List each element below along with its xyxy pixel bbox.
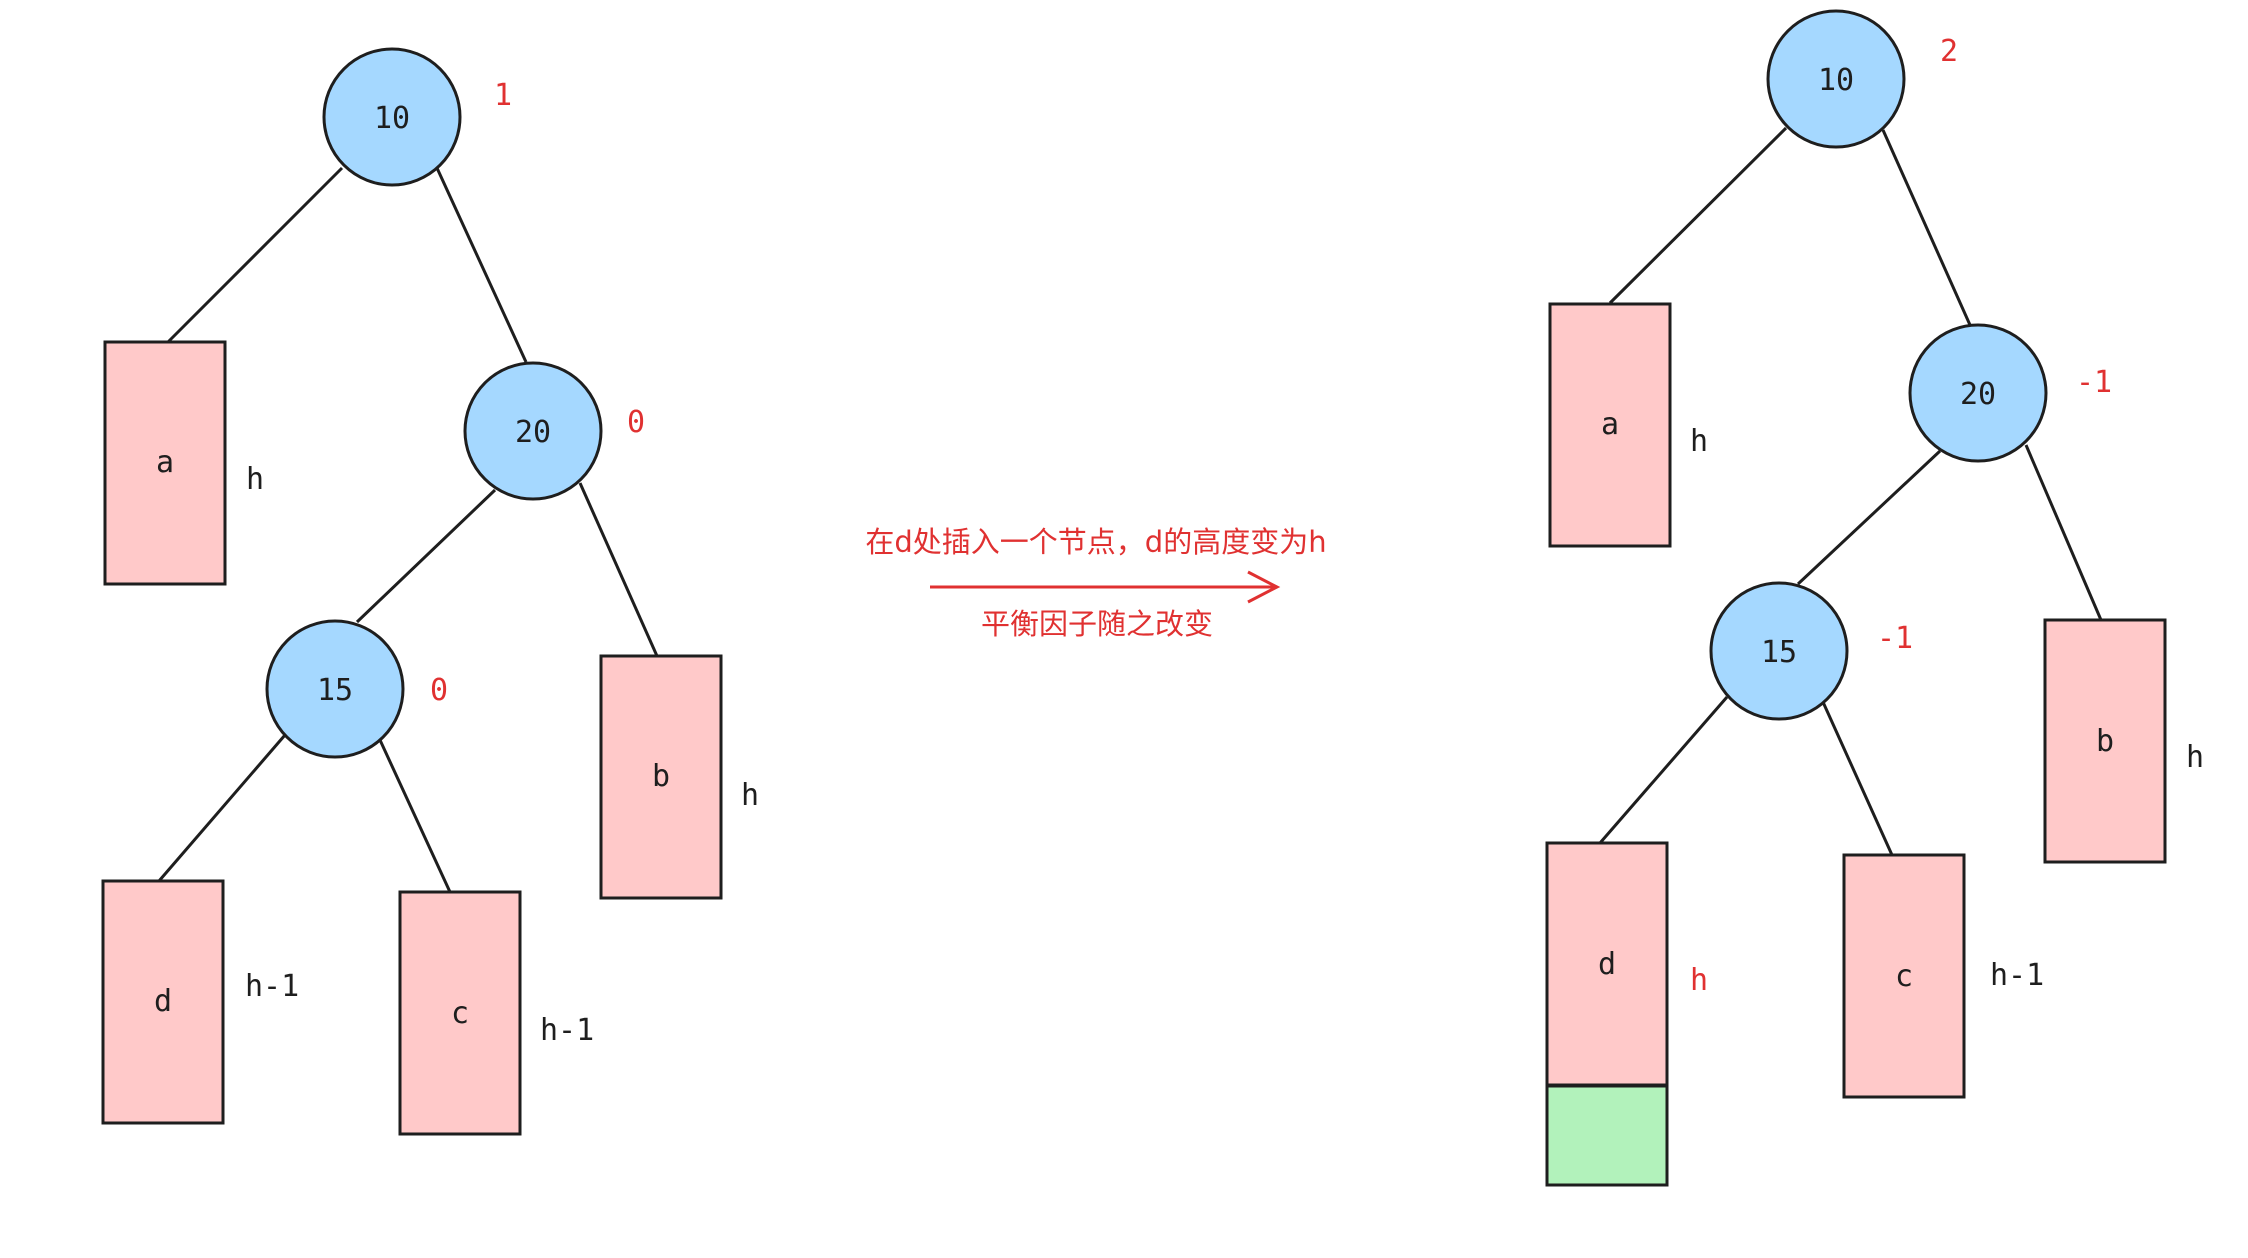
transition: 在d处插入一个节点，d的高度变为h 平衡因子随之改变 (865, 525, 1326, 641)
subtree-b-height: h (741, 778, 759, 813)
subtree-a-height: h (1690, 424, 1708, 459)
node-15-balance: -1 (1877, 621, 1913, 656)
subtree-d (101, 879, 225, 1125)
subtree-b-label: b (652, 759, 670, 794)
inserted-node (1545, 1084, 1669, 1187)
subtree-b-height: h (2186, 740, 2204, 775)
transition-line1: 在d处插入一个节点，d的高度变为h (865, 525, 1326, 559)
edge-10-a (166, 166, 344, 344)
node-15 (1709, 581, 1849, 721)
transition-line2: 平衡因子随之改变 (981, 607, 1213, 641)
subtree-b-label: b (2096, 724, 2114, 759)
subtree-d-label: d (1598, 947, 1616, 982)
edge-20-b (578, 482, 659, 657)
subtree-c (398, 890, 522, 1136)
edge-20-b (2024, 444, 2103, 621)
subtree-d-height: h (1690, 963, 1708, 998)
node-10-key: 10 (1818, 63, 1854, 98)
node-20-balance: -1 (2076, 365, 2112, 400)
subtree-b (599, 654, 723, 900)
subtree-a (1548, 302, 1672, 548)
node-10-balance: 1 (494, 78, 512, 113)
node-10-key: 10 (374, 101, 410, 136)
node-20 (463, 361, 603, 501)
subtree-d-label: d (154, 984, 172, 1019)
arrow-head (1247, 570, 1281, 604)
edge-15-c (378, 739, 452, 893)
node-10 (1766, 9, 1906, 149)
edge-10-20 (1881, 129, 1972, 326)
tree-after: a h b h d h c h-1 10 2 20 -1 15 -1 (1545, 9, 2204, 1187)
subtree-c (1842, 853, 1966, 1099)
node-20-key: 20 (515, 415, 551, 450)
subtree-a-label: a (156, 445, 174, 480)
node-20-balance: 0 (627, 405, 645, 440)
subtree-d-height: h-1 (245, 969, 299, 1004)
node-15 (265, 619, 405, 759)
edge-15-d (157, 734, 287, 882)
subtree-a-height: h (246, 462, 264, 497)
subtree-c-height: h-1 (540, 1013, 594, 1048)
edge-20-15 (355, 488, 497, 624)
edge-20-15 (1796, 449, 1942, 586)
subtree-a (103, 340, 227, 586)
node-15-key: 15 (1761, 635, 1797, 670)
node-20-key: 20 (1960, 377, 1996, 412)
node-15-balance: 0 (430, 673, 448, 708)
subtree-d (1545, 841, 1669, 1087)
subtree-a-label: a (1601, 407, 1619, 442)
edge-10-20 (435, 167, 528, 363)
node-10-balance: 2 (1940, 34, 1958, 69)
subtree-c-label: c (451, 996, 469, 1031)
node-15-key: 15 (317, 673, 353, 708)
edge-15-c (1821, 701, 1894, 856)
node-20 (1908, 323, 2048, 463)
subtree-b (2043, 618, 2167, 864)
node-10 (322, 47, 462, 187)
subtree-c-height: h-1 (1990, 958, 2044, 993)
edge-15-d (1598, 696, 1729, 844)
subtree-c-label: c (1895, 959, 1913, 994)
edge-10-a (1608, 126, 1788, 305)
tree-before: a h b h d h-1 c h-1 10 1 20 0 15 0 (101, 47, 759, 1136)
